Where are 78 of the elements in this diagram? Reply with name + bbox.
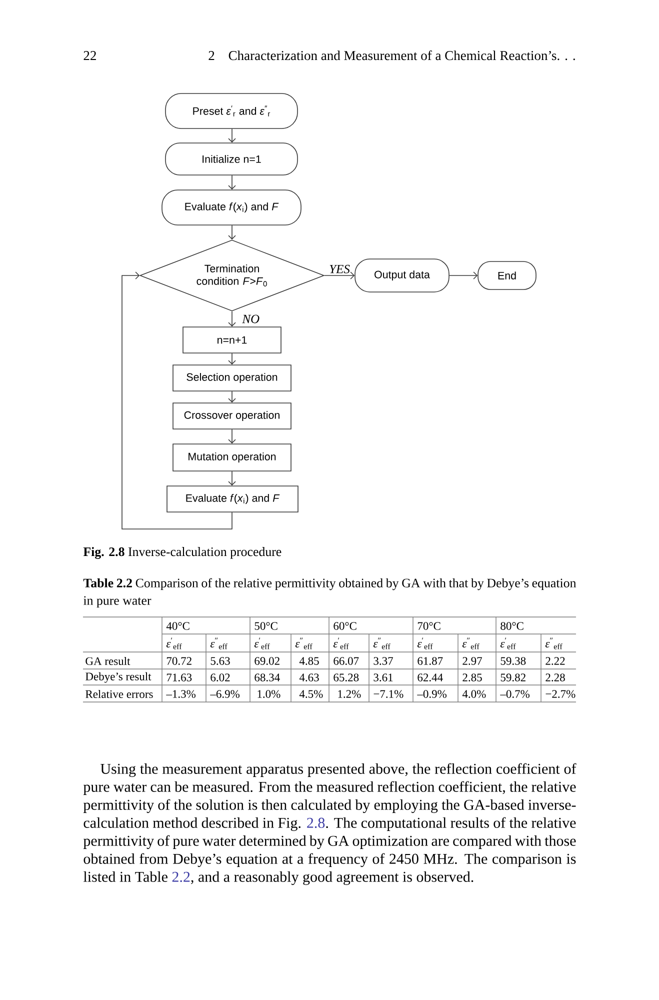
arrow [228,311,236,327]
arrow [228,128,236,143]
table-cell: 4.85 [299,657,319,665]
table-cell: 66.07 [334,657,359,665]
table-cell: 69.02 [254,657,280,665]
table-cell: ε$^{′}$eff [417,638,433,650]
table-cell: 65.28 [334,674,359,682]
table-cell: GA result [86,656,130,666]
table-cell: ε$^{′}$eff [500,638,516,650]
rounded-box: Output data [354,258,450,292]
link: 2.8 [307,818,325,828]
arrow [324,272,355,280]
table-cell: 70°C [418,622,440,630]
table-cell: 4.0% [462,690,486,698]
arrow [228,224,236,240]
table-cell: ε$^{″}$eff [373,638,390,650]
table-cell: ε$^{″}$eff [295,638,312,650]
link: 2.2 [172,872,190,882]
table-cell: ε$^{″}$eff [462,638,480,650]
table-cell: 62.44 [418,674,443,682]
table-cell: 5.63 [210,657,230,665]
figure-caption: Fig. 2.8 Inverse-calculation procedure [83,547,282,559]
edge-label: YES [330,264,350,274]
table-cell: Debye’s result [86,672,152,683]
table-cell: −2.7% [546,690,576,698]
table-cell: 61.87 [418,657,443,665]
table-cell: 6.02 [210,674,230,682]
table-title: Table 2.2 Comparison of the relative permittivity obtained by GA with that by Debye’s equation in pure water [83,578,576,608]
process-box: Crossover operation [172,402,292,430]
arrow [228,174,236,190]
table-cell: –0.9% [417,690,447,698]
arrow [449,272,478,280]
arrow [228,353,236,365]
arrow [228,391,236,403]
table-cell: ε$^{″}$eff [210,638,228,650]
table-cell: 1.0% [258,690,280,698]
process-box: Selection operation [172,364,292,392]
table-cell: 2.97 [462,657,482,665]
rounded-box: Evaluate f(x$_{i}$) and F [162,190,302,226]
page-number: 22 [84,51,96,60]
table-cell: 50°C [254,622,278,630]
table-cell: –1.3% [166,690,196,698]
table-cell: 60°C [334,622,356,630]
rounded-box: Initialize n=1 [165,142,298,176]
arrow [228,429,236,444]
running-header: Characterization and Measurement of a Chemical Reaction’s. . . [228,50,575,60]
table-cell: ε$^{′}$eff [166,638,182,650]
chapter-number: 2 [208,51,214,60]
table-cell: 80°C [500,622,524,630]
table-cell: 68.34 [254,674,280,682]
table-cell: 4.63 [299,674,319,682]
table-cell: ε$^{′}$eff [333,638,349,650]
table-cell: 3.61 [374,674,393,682]
table-cell: 71.63 [166,674,192,682]
process-box: Evaluate f(x$_{i}$) and F [166,486,298,512]
table-cell: −7.1% [374,690,404,698]
table-cell: 4.5% [299,690,323,698]
table-cell: 40°C [166,622,190,630]
rounded-box: End [478,261,536,290]
table-cell: 70.72 [166,657,192,665]
table-cell: –6.9% [210,690,240,698]
table-cell: 59.82 [500,674,526,682]
table-cell: 2.28 [546,674,565,682]
body-paragraph: Using the measurement apparatus presented above, the reflection coefficient of pure water can be measured. From the measured reflection coefficient, the relative permittivity of the solution is then calculated by employing the GA-based inverse-calculation method described in Fig. 2.8. The computational results of the relative permittivity of pure water determined by GA optimization are compared with those obtained from Debye’s equation at a frequency of 2450 MHz. The comparison is listed in Table 2.2, and a reasonably good agreement is observed. [83,763,576,885]
process-box: n=n+1 [182,326,282,354]
table-cell: ε$^{′}$eff [254,638,270,650]
table-cell: Relative errors [86,690,153,698]
table-cell: 2.22 [546,657,565,665]
process-box: Mutation operation [172,444,292,472]
table-cell: ε$^{″}$eff [545,638,562,650]
table-cell: 2.85 [462,674,482,682]
table-cell: –0.7% [500,690,530,698]
arrow [122,272,232,530]
table-cell: 1.2% [338,690,361,698]
table-cell: 3.37 [374,657,393,665]
table-cell: 59.38 [500,657,526,665]
arrow [228,471,236,486]
edge-label: NO [242,314,260,324]
